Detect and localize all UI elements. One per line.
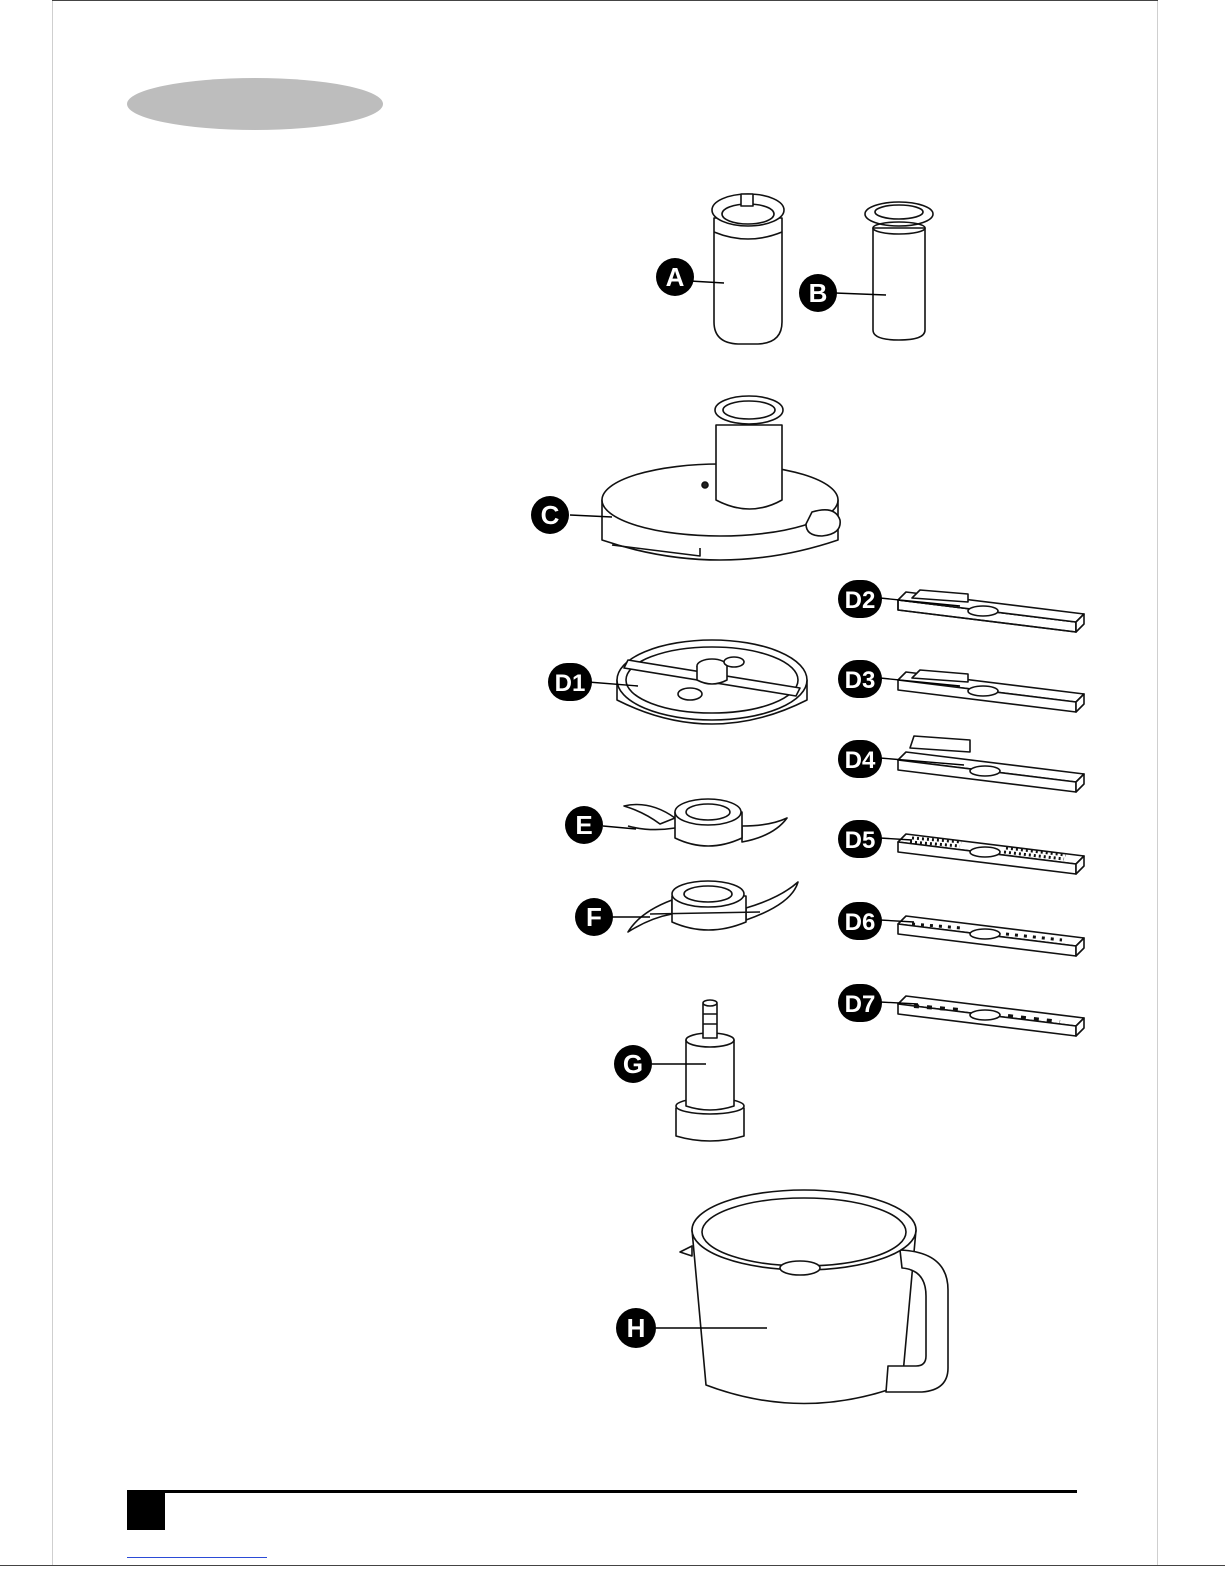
part-a-pusher (712, 194, 784, 344)
part-g-spindle (676, 1000, 744, 1141)
page-number-box (127, 1492, 165, 1530)
callout-d7: D7 (838, 984, 882, 1022)
callout-a: A (656, 258, 694, 296)
callout-h: H (616, 1308, 656, 1348)
callout-g: G (614, 1045, 652, 1083)
callout-d5: D5 (838, 820, 882, 858)
part-f-blade (628, 881, 798, 932)
callout-e-label: E (575, 810, 592, 840)
part-b-small-pusher (865, 202, 933, 340)
part-d3-plate (898, 670, 1084, 712)
callout-e: E (565, 806, 603, 844)
callout-d3: D3 (838, 660, 882, 698)
callout-a-label: A (666, 262, 685, 292)
callout-c: C (531, 496, 569, 534)
callout-d1-label: D1 (555, 670, 586, 697)
callout-d6: D6 (838, 902, 882, 940)
callout-g-label: G (623, 1049, 643, 1079)
callout-d3-label: D3 (845, 667, 876, 694)
callout-d2: D2 (838, 580, 882, 618)
callout-d6-label: D6 (845, 909, 876, 936)
callout-d2-label: D2 (845, 587, 876, 614)
part-d1-disc (617, 640, 807, 724)
callout-b: B (799, 274, 837, 312)
callout-d4-label: D4 (845, 747, 876, 774)
callout-d5-label: D5 (845, 827, 876, 854)
part-d2-plate (898, 590, 1084, 632)
callout-d1: D1 (548, 663, 592, 701)
footer-rule (127, 1490, 1077, 1493)
part-d6-plate (898, 916, 1084, 956)
callout-f-label: F (586, 902, 602, 932)
part-c-lid (602, 396, 840, 560)
footer-link-underline (127, 1557, 267, 1558)
callout-c-label: C (541, 500, 560, 530)
callout-d4: D4 (838, 740, 882, 778)
part-d7-plate (898, 996, 1084, 1036)
part-d5-plate (898, 834, 1084, 874)
callout-d7-label: D7 (845, 991, 876, 1018)
part-h-bowl (680, 1190, 948, 1404)
callout-b-label: B (809, 278, 828, 308)
part-d4-plate (898, 736, 1084, 792)
callout-f: F (575, 898, 613, 936)
callout-h-label: H (627, 1313, 646, 1343)
part-e-blade (624, 799, 787, 846)
